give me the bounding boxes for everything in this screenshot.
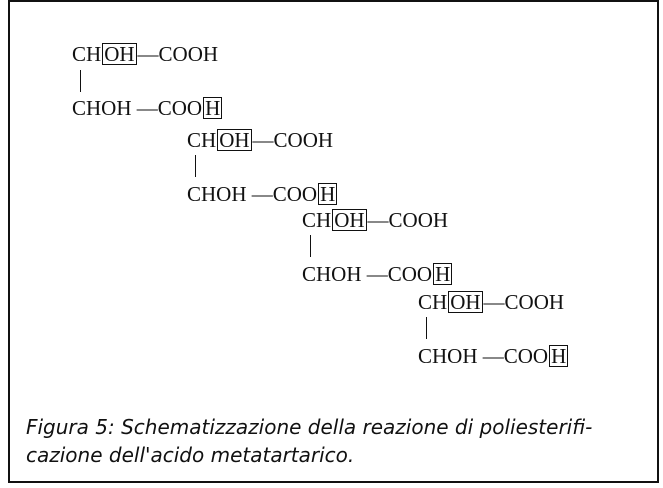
chem-row-2-boxed-group: H xyxy=(203,96,223,120)
chem-row-3-boxed-group: OH xyxy=(217,128,252,152)
chem-row-5-post: —COOH xyxy=(367,208,449,232)
caption-line-1: Figura 5: Schematizzazione della reazion… xyxy=(26,415,593,439)
chem-row-8-boxed-group: H xyxy=(549,344,569,368)
chem-row-7-boxed-group: OH xyxy=(448,290,483,314)
bond-line-1 xyxy=(80,70,81,92)
chem-row-5-boxed-group: OH xyxy=(332,208,367,232)
chem-row-3-post: —COOH xyxy=(252,128,334,152)
figure-frame xyxy=(8,0,659,483)
chem-row-6-pre: CHOH —COO xyxy=(302,262,433,286)
chem-row-6-boxed-group: H xyxy=(433,262,453,286)
chem-row-7-post: —COOH xyxy=(483,290,565,314)
chem-row-8-pre: CHOH —COO xyxy=(418,344,549,368)
bond-line-4 xyxy=(426,317,427,339)
bond-line-2 xyxy=(195,155,196,177)
chem-row-5-pre: CH xyxy=(302,208,332,232)
chem-row-1-post: —COOH xyxy=(137,42,219,66)
bond-line-3 xyxy=(310,235,311,257)
chem-row-7-pre: CH xyxy=(418,290,448,314)
chem-row-3-pre: CH xyxy=(187,128,217,152)
figure-caption: Figura 5: Schematizzazione della reazion… xyxy=(26,413,641,469)
chem-row-4-boxed-group: H xyxy=(318,182,338,206)
chem-row-1-boxed-group: OH xyxy=(102,42,137,66)
chem-row-1-pre: CH xyxy=(72,42,102,66)
caption-line-2: cazione dell'acido metatartarico. xyxy=(26,443,355,467)
chem-row-2-pre: CHOH —COO xyxy=(72,96,203,120)
chem-row-4-pre: CHOH —COO xyxy=(187,182,318,206)
